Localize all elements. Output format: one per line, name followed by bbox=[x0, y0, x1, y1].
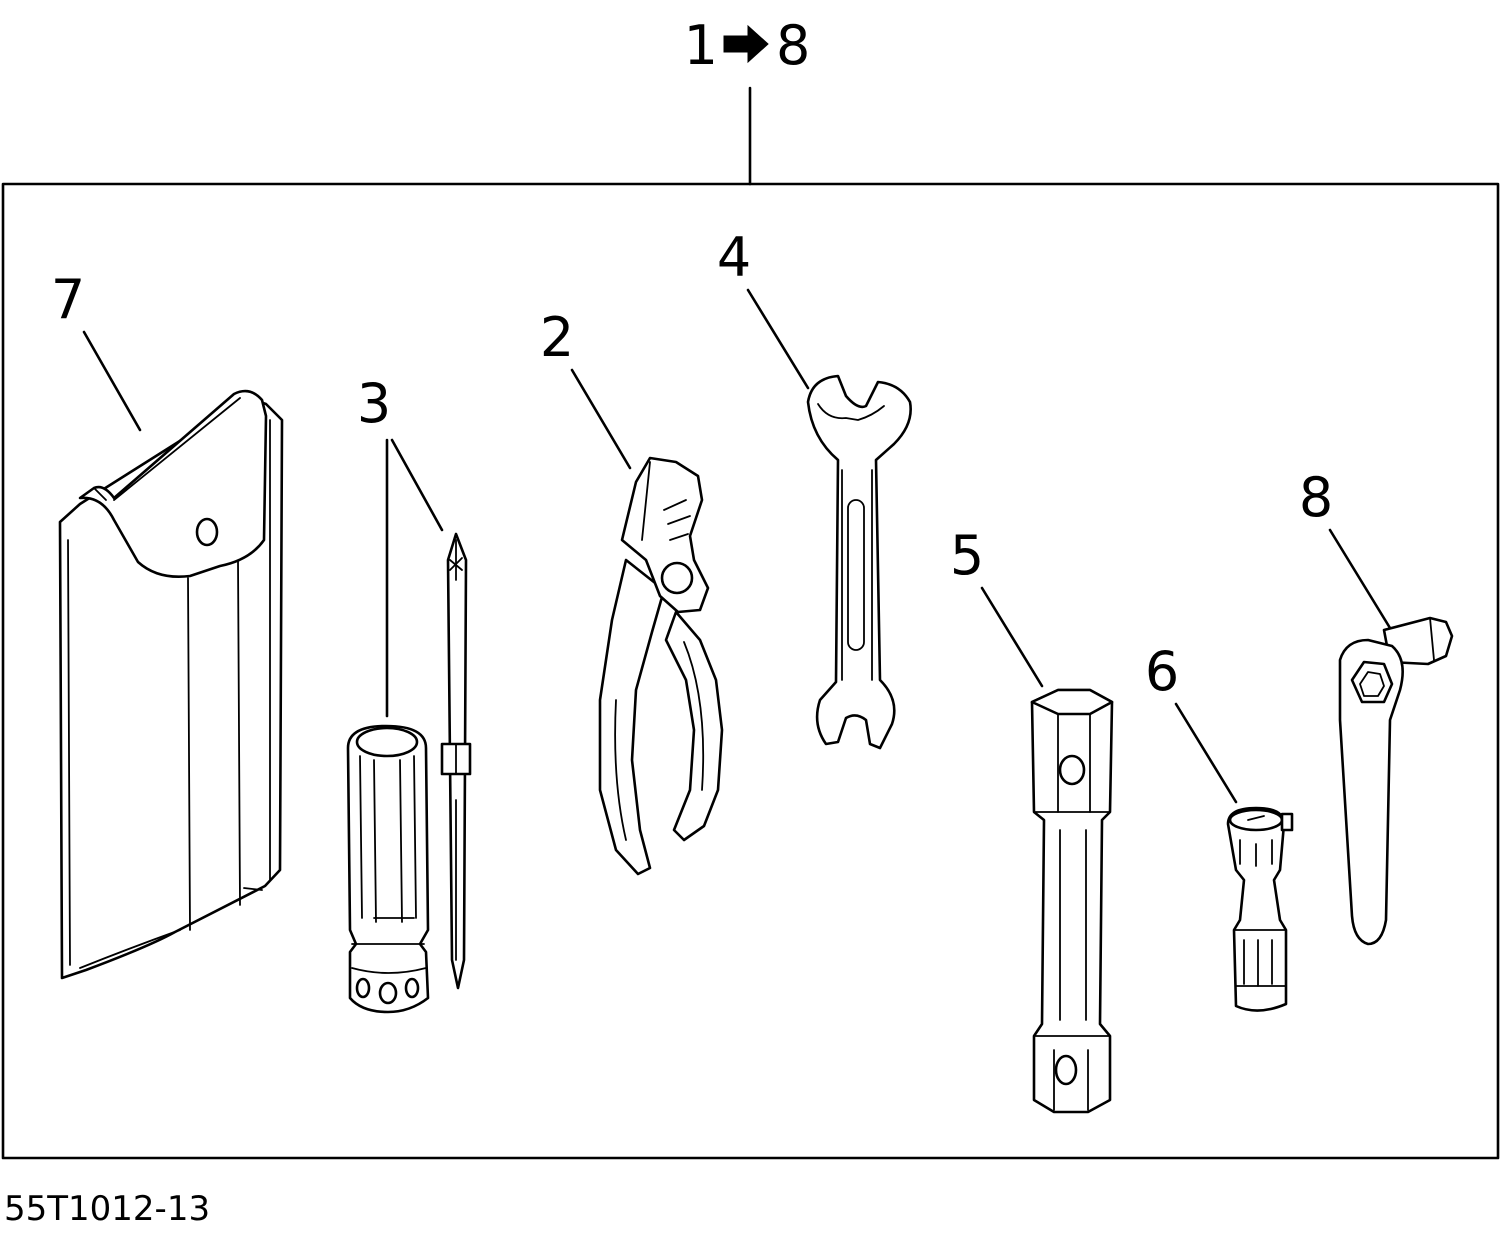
extension-handle-part: 6 bbox=[1145, 640, 1294, 1012]
kit-frame bbox=[1, 182, 1500, 1160]
screwdriver-handle bbox=[346, 724, 430, 1014]
part-label-extension-handle: 6 bbox=[1145, 640, 1179, 703]
hex-key-wrench-part: 8 bbox=[1299, 466, 1454, 946]
header-callout: 1 8 bbox=[684, 14, 810, 186]
pouch-flap bbox=[78, 389, 268, 578]
socket-body bbox=[1030, 688, 1114, 1114]
leader-pliers bbox=[570, 368, 632, 470]
part-label-hex-key-wrench: 8 bbox=[1299, 466, 1333, 529]
extension-handle-body bbox=[1226, 806, 1288, 1012]
leader-hex-key-wrench bbox=[1328, 528, 1392, 630]
pliers-left-handle bbox=[598, 558, 666, 876]
spark-plug-socket-part: 5 bbox=[950, 524, 1114, 1114]
part-label-screwdriver: 3 bbox=[357, 372, 391, 435]
header-callout-start: 1 bbox=[684, 14, 718, 77]
pouch-part: 7 bbox=[51, 268, 284, 980]
wrench-body bbox=[806, 374, 912, 750]
part-label-pliers: 2 bbox=[540, 306, 574, 369]
leader-pouch bbox=[82, 330, 142, 432]
pliers-part: 2 bbox=[540, 306, 724, 876]
hex-key-lever bbox=[1338, 638, 1404, 946]
part-label-wrench: 4 bbox=[717, 226, 751, 289]
part-label-spark-plug-socket: 5 bbox=[950, 524, 984, 587]
screwdriver-part: 3 bbox=[346, 372, 472, 1014]
header-callout-end: 8 bbox=[776, 14, 810, 77]
part-label-pouch: 7 bbox=[51, 268, 85, 331]
leader-screwdriver-bit bbox=[390, 438, 444, 532]
drawing-code: 55T1012-13 bbox=[4, 1189, 210, 1229]
leader-spark-plug-socket bbox=[980, 586, 1044, 688]
arrow-right-icon bbox=[723, 24, 769, 64]
leader-extension-handle bbox=[1174, 702, 1238, 804]
leader-wrench bbox=[746, 288, 810, 390]
pouch-snap-button bbox=[195, 517, 219, 547]
pliers-right-handle bbox=[664, 610, 724, 842]
wrench-part: 4 bbox=[717, 226, 912, 750]
